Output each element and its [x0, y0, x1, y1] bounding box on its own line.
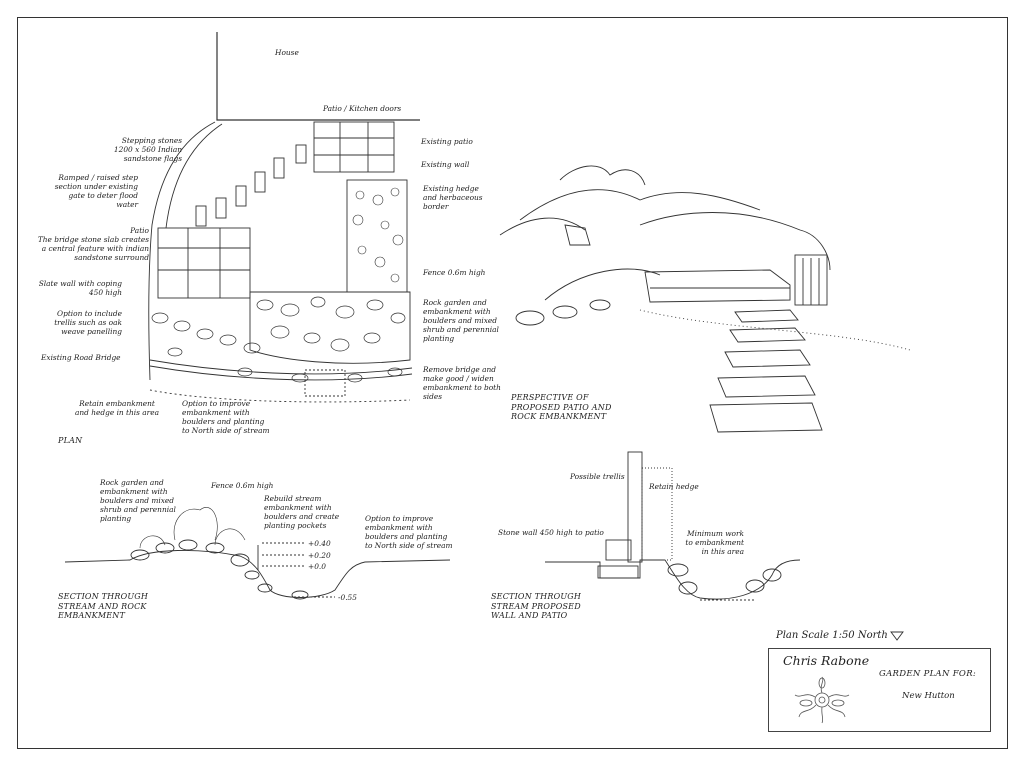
plan-label-patio-doors: Patio / Kitchen doors: [323, 104, 402, 113]
section2-label-trellis: Possible trellis: [570, 472, 625, 481]
north-arrow-icon: [890, 631, 904, 641]
plan-label-stepping-stones: Stepping stones 1200 x 560 Indian sandst…: [113, 136, 182, 163]
section1-label-rock-garden: Rock garden and embankment with boulders…: [100, 478, 176, 523]
section1-label-fence: Fence 0.6m high: [211, 481, 274, 490]
drawing-sheet-border: [17, 17, 1008, 749]
perspective-drawing: [499, 165, 911, 433]
garden-plan-for: GARDEN PLAN FOR:: [879, 669, 977, 679]
plan-label-ramped-step: Ramped / raised step section under exist…: [54, 173, 138, 209]
plan-label-retain-embankment: Retain embankment and hedge in this area: [75, 399, 159, 417]
plan-label-rock-garden: Rock garden and embankment with boulders…: [423, 298, 499, 343]
flower-logo-icon: [794, 676, 850, 724]
section-1-drawing: [64, 507, 451, 600]
section1-label-improve: Option to improve embankment with boulde…: [365, 514, 453, 550]
plan-scale: Plan Scale 1:50 North: [776, 630, 888, 641]
section1-caption: SECTION THROUGH STREAM AND ROCK EMBANKME…: [58, 592, 149, 620]
plan-caption: PLAN: [58, 436, 83, 445]
section1-level-c: +0.0: [308, 562, 326, 571]
section2-label-retain-hedge: Retain hedge: [649, 482, 699, 491]
section1-level-a: +0.40: [308, 539, 331, 548]
author-name: Chris Rabone: [783, 653, 870, 668]
section2-caption: SECTION THROUGH STREAM PROPOSED WALL AND…: [491, 592, 582, 620]
plan-label-remove-bridge: Remove bridge and make good / widen emba…: [423, 365, 501, 401]
section1-label-rebuild: Rebuild stream embankment with boulders …: [264, 494, 340, 530]
plan-label-improve-option: Option to improve embankment with boulde…: [182, 399, 270, 435]
section1-level-d: -0.55: [338, 593, 357, 602]
plan-label-existing-hedge: Existing hedge and herbaceous border: [423, 184, 483, 211]
plan-label-existing-wall: Existing wall: [421, 160, 470, 169]
plan-drawing: [148, 32, 420, 403]
plan-label-house: House: [275, 48, 299, 57]
plan-label-fence: Fence 0.6m high: [423, 268, 486, 277]
plan-label-road-bridge: Existing Road Bridge: [41, 353, 121, 362]
plan-label-patio: Patio The bridge stone slab creates a ce…: [37, 226, 149, 262]
plan-label-trellis-option: Option to include trellis such as oak we…: [54, 309, 122, 336]
plan-label-slate-wall: Slate wall with coping 450 high: [38, 279, 122, 297]
section-2-drawing: [545, 451, 801, 601]
title-block: Chris Rabone GARDEN PLAN FOR: New Hutton: [768, 648, 991, 732]
location-name: New Hutton: [902, 691, 955, 701]
section2-label-minimum-work: Minimum work to embankment in this area: [685, 529, 744, 556]
section2-label-stone-wall: Stone wall 450 high to patio: [498, 528, 604, 537]
plan-label-existing-patio: Existing patio: [421, 137, 473, 146]
section1-level-b: +0.20: [308, 551, 331, 560]
perspective-caption: PERSPECTIVE OF PROPOSED PATIO AND ROCK E…: [511, 393, 612, 421]
